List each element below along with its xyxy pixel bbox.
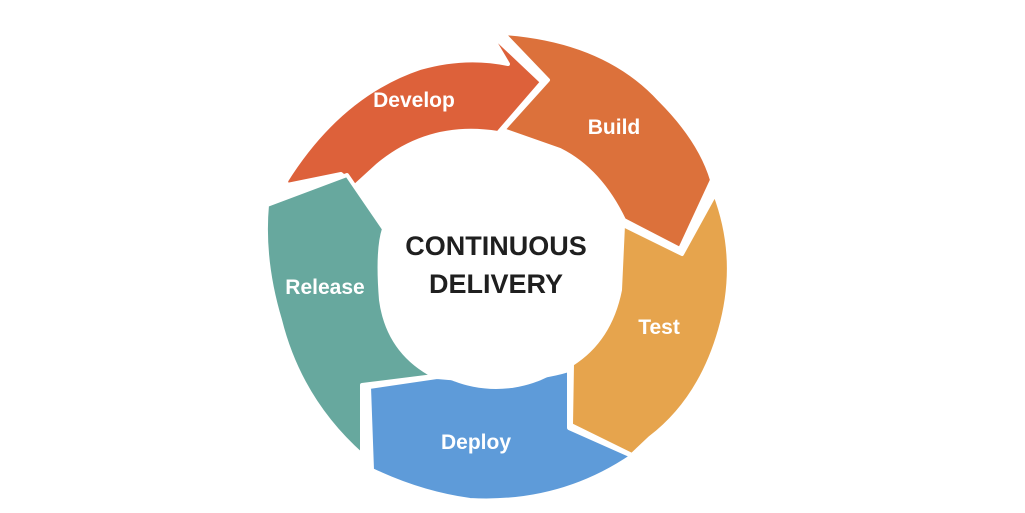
center-title-line2: DELIVERY <box>429 269 563 299</box>
segment-test <box>569 192 731 457</box>
segment-develop <box>284 30 544 188</box>
label-build: Build <box>588 116 641 139</box>
center-title-line1: CONTINUOUS <box>405 231 587 261</box>
label-deploy: Deploy <box>441 431 511 454</box>
label-develop: Develop <box>373 89 455 112</box>
center-circle <box>379 155 613 389</box>
segment-build <box>501 31 714 251</box>
label-release: Release <box>285 276 364 299</box>
label-test: Test <box>638 316 680 339</box>
